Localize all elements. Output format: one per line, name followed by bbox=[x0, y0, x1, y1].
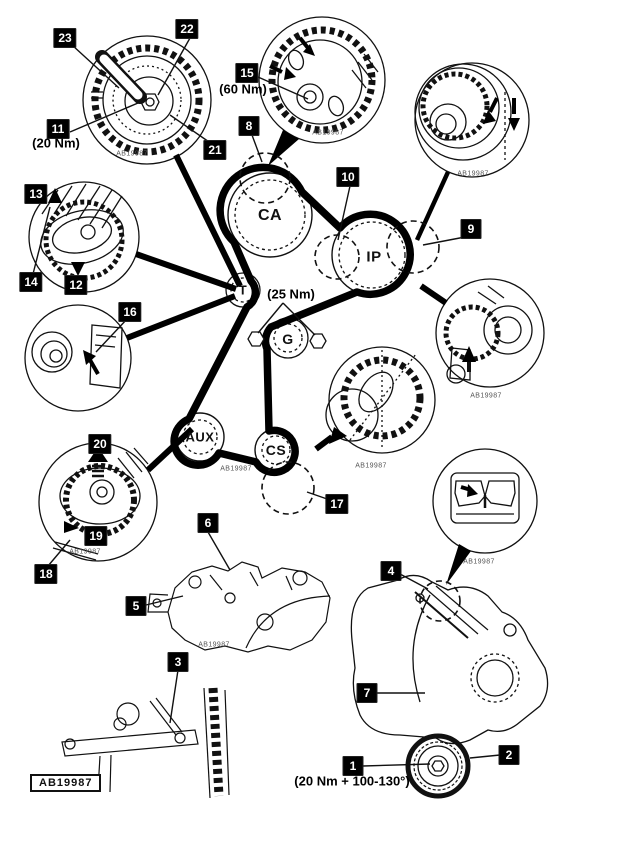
inset-idler-pulley-top-right bbox=[414, 62, 530, 178]
diagram-code-watermark: AB19987 bbox=[463, 558, 495, 566]
diagram-code-watermark: AB19987 bbox=[470, 392, 502, 400]
callout-leader-lines bbox=[32, 37, 501, 767]
callout-box-5: 5 bbox=[125, 596, 147, 616]
hex-bolt bbox=[247, 331, 265, 347]
callout-box-21: 21 bbox=[203, 140, 227, 160]
callout-box-9: 9 bbox=[460, 219, 482, 239]
up-arrow-13 bbox=[48, 188, 62, 203]
mark-circle-8 bbox=[239, 152, 291, 204]
hex-bolt bbox=[309, 333, 327, 349]
diagram-code-watermark: AB19987 bbox=[69, 548, 101, 556]
down-arrow-12 bbox=[71, 262, 85, 276]
pulley-outer-ring bbox=[405, 733, 471, 799]
engine-side-sketch bbox=[350, 574, 549, 745]
callout-box-17: 17 bbox=[325, 494, 349, 514]
timing-arrow bbox=[284, 67, 296, 80]
pulley-label-ca: CA bbox=[257, 207, 283, 224]
diagram-code-watermark: AB19987 bbox=[312, 129, 344, 137]
pulley-label-g: G bbox=[282, 331, 294, 347]
callout-box-14: 14 bbox=[19, 272, 43, 292]
callout-box-1: 1 bbox=[342, 756, 364, 776]
torque-note-1: (20 Nm + 100-130°) bbox=[294, 773, 410, 789]
inset-engine-detail-16 bbox=[24, 304, 132, 412]
inset-crank-sprocket bbox=[325, 346, 436, 454]
engine-mount-sketch bbox=[147, 561, 331, 653]
callout-box-19: 19 bbox=[84, 526, 108, 546]
pointer-arrow bbox=[467, 484, 478, 497]
diagram-code-watermark: AB19987 bbox=[457, 170, 489, 178]
mark-circle-4 bbox=[419, 580, 461, 622]
callout-box-20: 20 bbox=[88, 434, 112, 454]
right-arrow-19 bbox=[64, 521, 79, 533]
crank-bolt bbox=[431, 760, 445, 772]
pointer-arrow bbox=[83, 350, 96, 365]
callout-box-18: 18 bbox=[34, 564, 58, 584]
callout-box-2: 2 bbox=[498, 745, 520, 765]
callout-box-16: 16 bbox=[118, 302, 142, 322]
alignment-arrow bbox=[508, 118, 520, 131]
dashed-mark-circles bbox=[239, 152, 461, 622]
pointer-wedge bbox=[446, 544, 471, 585]
diagram-code-watermark: AB19987 bbox=[355, 462, 387, 470]
callout-box-7: 7 bbox=[356, 683, 378, 703]
alignment-arrow bbox=[483, 110, 496, 124]
pulley-label-aux: AUX bbox=[185, 429, 215, 445]
pulley-label-cs: CS bbox=[265, 442, 287, 458]
callout-box-22: 22 bbox=[175, 19, 199, 39]
pointer-arrowhead bbox=[329, 427, 347, 444]
callout-box-4: 4 bbox=[380, 561, 402, 581]
diagram-code-watermark: AB19987 bbox=[116, 150, 148, 158]
direction-arrows bbox=[48, 188, 85, 276]
callout-box-11: 11 bbox=[46, 119, 70, 139]
callout-box-10: 10 bbox=[336, 167, 360, 187]
callout-box-12: 12 bbox=[64, 275, 88, 295]
callout-box-8: 8 bbox=[238, 116, 260, 136]
torque-note-15: (60 Nm) bbox=[219, 81, 267, 97]
mark-circle-10 bbox=[314, 234, 360, 280]
pulley-label-t: T bbox=[238, 282, 248, 298]
guide-pulley-bolts bbox=[247, 331, 327, 349]
inset-cover-notch-detail bbox=[432, 448, 538, 554]
engine-support-sketch bbox=[61, 687, 230, 799]
mark-circle-9 bbox=[386, 220, 440, 274]
up-arrow bbox=[462, 346, 476, 362]
belt-teeth-strip bbox=[208, 687, 224, 797]
inset-camshaft-sprocket bbox=[258, 16, 386, 144]
diagram-code-watermark: AB19987 bbox=[198, 641, 230, 649]
torque-25nm: (25 Nm) bbox=[267, 286, 315, 302]
callout-box-6: 6 bbox=[197, 513, 219, 533]
inset-pointers bbox=[125, 130, 471, 585]
callout-box-15: 15 bbox=[235, 63, 259, 83]
mark-circle-17 bbox=[261, 461, 315, 515]
inset-injection-pump-sprocket bbox=[435, 278, 545, 388]
timing-arrow bbox=[303, 44, 315, 56]
torque-note-11: (20 Nm) bbox=[32, 135, 80, 151]
up-arrow-20 bbox=[88, 447, 108, 462]
ref-code-box: AB19987 bbox=[30, 774, 102, 792]
pulley-label-ip: IP bbox=[366, 248, 382, 266]
callout-box-23: 23 bbox=[53, 28, 77, 48]
crankshaft-pulley-sketch bbox=[405, 733, 471, 799]
inset-tensioner-pulley bbox=[82, 35, 212, 165]
callout-box-13: 13 bbox=[24, 184, 48, 204]
inset-crankshaft-area bbox=[38, 442, 158, 562]
timing-belt-path bbox=[170, 163, 414, 477]
callout-box-3: 3 bbox=[167, 652, 189, 672]
camshaft-pulley-circle bbox=[227, 172, 313, 258]
diagram-code-watermark: AB19987 bbox=[220, 465, 252, 473]
